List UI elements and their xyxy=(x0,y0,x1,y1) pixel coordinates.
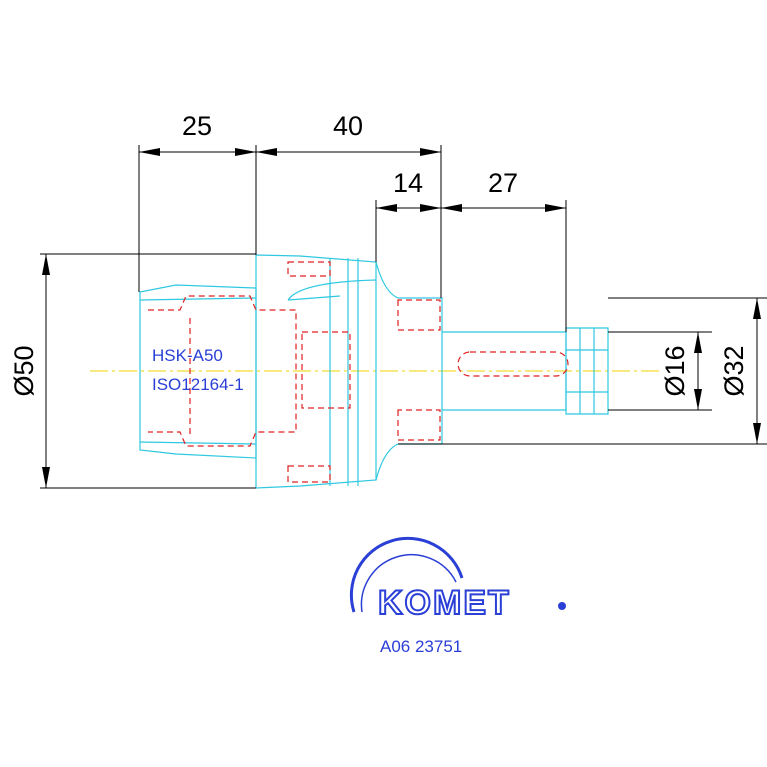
registered-mark-icon xyxy=(558,602,566,610)
hidden-lines xyxy=(148,261,569,483)
dim-40-label: 40 xyxy=(333,111,363,141)
dim-27-label: 27 xyxy=(488,168,518,198)
komet-logo: KOMET xyxy=(349,536,566,623)
standard-label-line1: HSK-A50 xyxy=(152,346,223,365)
dim-dia32-label: Ø32 xyxy=(719,345,749,396)
dimension-lines xyxy=(40,145,767,489)
part-number: A06 23751 xyxy=(380,637,462,656)
komet-logo-text: KOMET xyxy=(378,584,511,622)
dimension-arrows xyxy=(42,148,761,488)
standard-label-line2: ISO12164-1 xyxy=(152,375,244,394)
dim-14-label: 14 xyxy=(393,168,423,198)
dim-25-label: 25 xyxy=(182,111,212,141)
dim-dia16-label: Ø16 xyxy=(660,345,690,396)
dim-dia50-label: Ø50 xyxy=(9,345,39,396)
